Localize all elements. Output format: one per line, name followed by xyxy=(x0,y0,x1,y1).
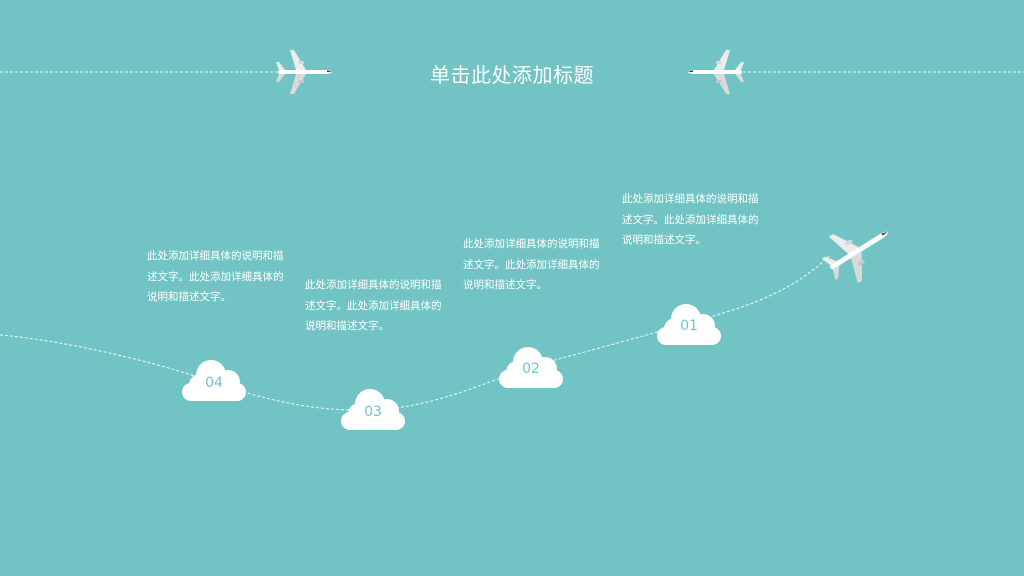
step-number: 03 xyxy=(364,404,382,420)
step-number: 01 xyxy=(680,318,698,334)
step-description[interactable]: 此处添加详细具体的说明和描述文字。此处添加详细具体的说明和描述文字。 xyxy=(305,279,442,332)
step-description[interactable]: 此处添加详细具体的说明和描述文字。此处添加详细具体的说明和描述文字。 xyxy=(463,238,600,291)
step-number: 02 xyxy=(522,361,540,377)
step-number: 04 xyxy=(205,375,223,391)
step-description[interactable]: 此处添加详细具体的说明和描述文字。此处添加详细具体的说明和描述文字。 xyxy=(622,193,759,246)
page-title[interactable]: 单击此处添加标题 xyxy=(430,63,594,87)
step-description[interactable]: 此处添加详细具体的说明和描述文字。此处添加详细具体的说明和描述文字。 xyxy=(147,250,284,303)
airplane-icon xyxy=(813,208,903,293)
